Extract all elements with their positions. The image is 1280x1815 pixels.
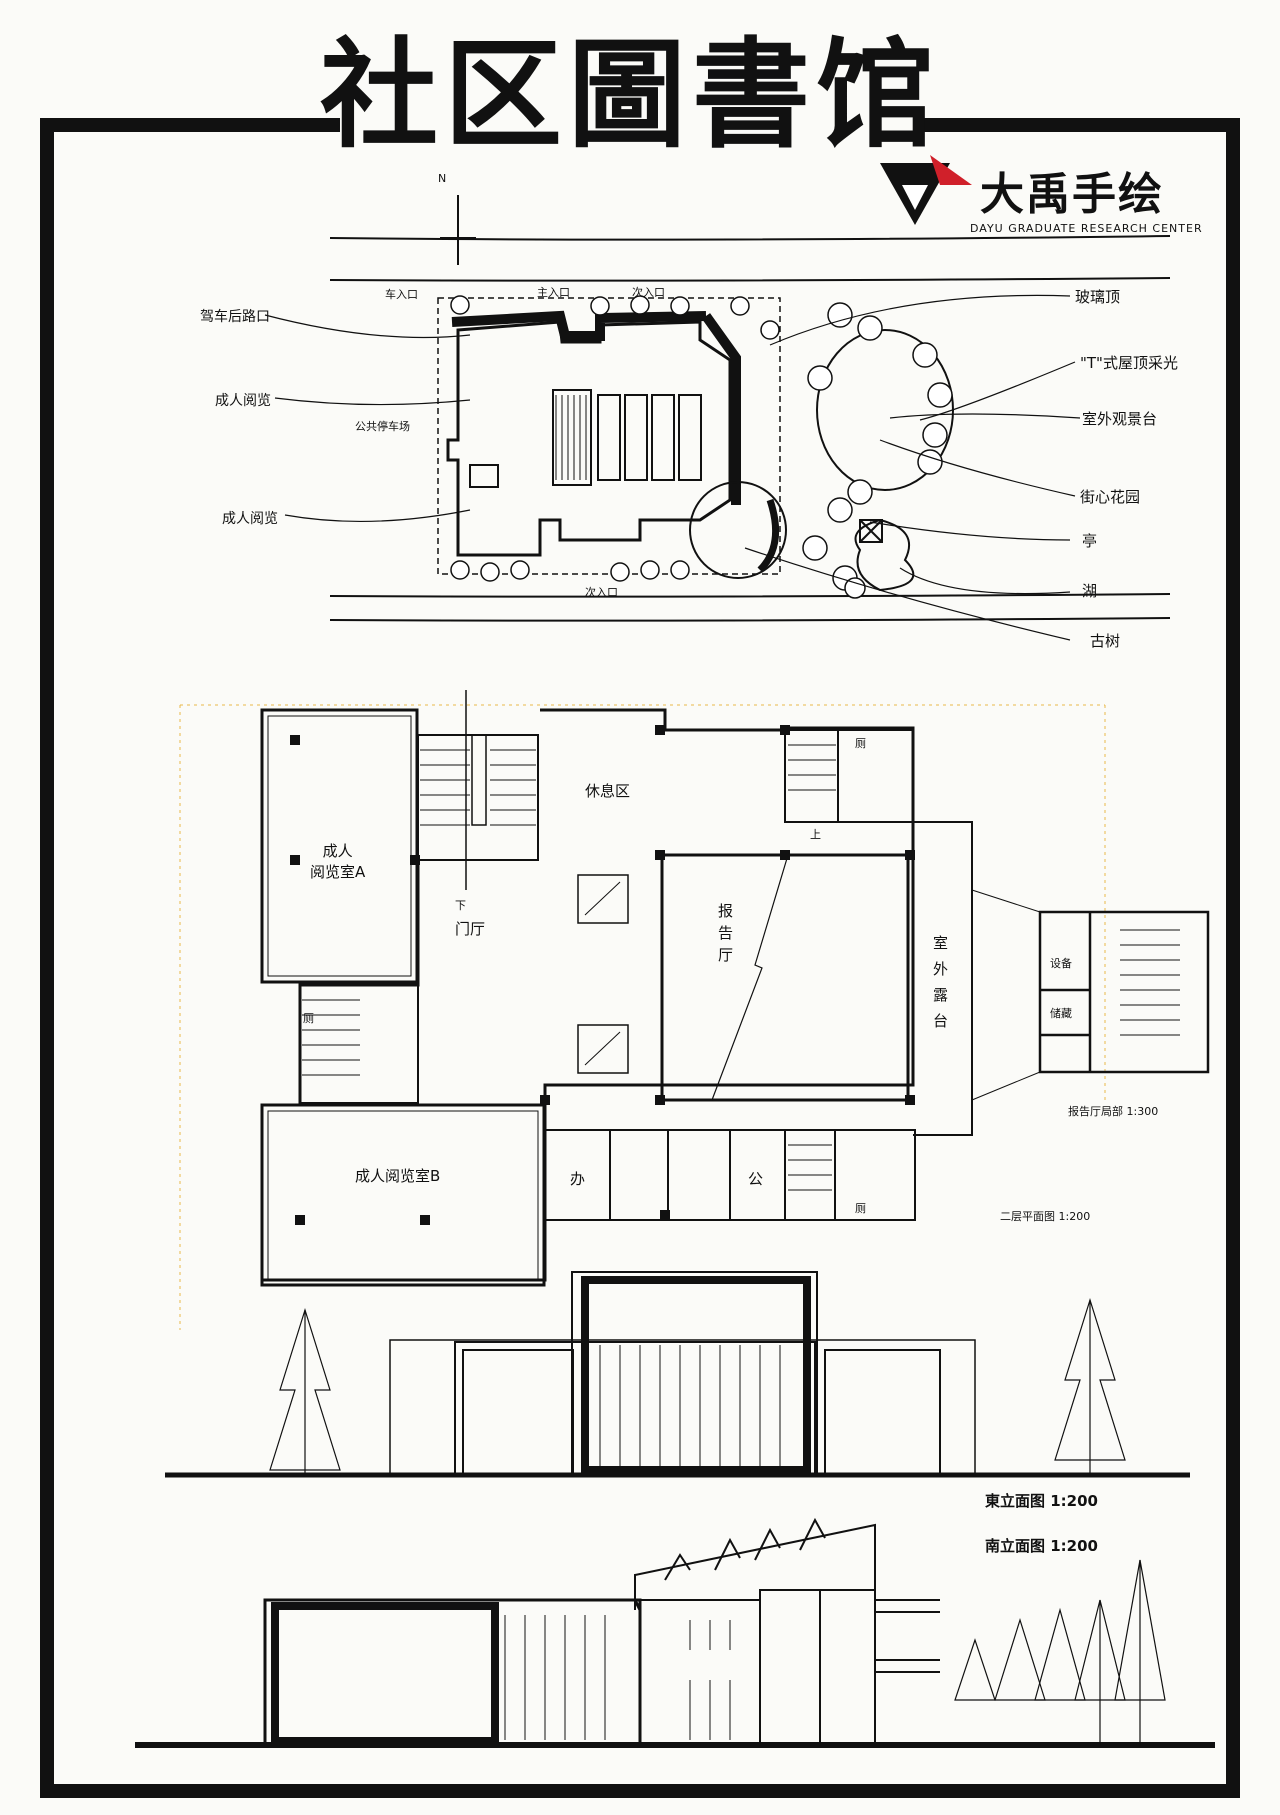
- label-old-tree: 古树: [1090, 632, 1121, 650]
- label-adult-reading-2: 成人阅览: [222, 511, 278, 527]
- frame-top-left: [40, 118, 340, 132]
- poster-title: 社区圖書馆: [319, 25, 940, 164]
- room-lobby: 门厅: [455, 920, 486, 938]
- label-pavilion: 亭: [1082, 532, 1098, 550]
- floor-plan-title: 二层平面图 1:200: [1000, 1210, 1091, 1223]
- room-lounge: 休息区: [585, 782, 631, 800]
- car-entrance-label: 车入口: [385, 288, 418, 301]
- stair-down-label: 下: [455, 899, 466, 912]
- brand-name-cn: 大禹手绘: [980, 169, 1164, 220]
- room-reading-a: 成人 阅览室A: [310, 842, 366, 881]
- label-parking-exit: 驾车后路口: [200, 309, 270, 325]
- frame-top-right: [920, 118, 1240, 132]
- room-wc-left: 厕: [303, 1012, 314, 1025]
- frame-right: [1226, 118, 1240, 1798]
- room-lecture: 报 告 厅: [718, 902, 734, 964]
- room-reading-b: 成人阅览室B: [355, 1167, 441, 1185]
- label-lake: 湖: [1082, 582, 1098, 600]
- north-label: N: [438, 172, 447, 185]
- frame-bottom: [40, 1784, 1240, 1798]
- brand-logo: 大禹手绘 DAYU GRADUATE RESEARCH CENTER: [880, 150, 1220, 240]
- label-garden: 街心花园: [1080, 488, 1141, 506]
- main-entrance-label: 主入口: [537, 286, 570, 299]
- east-elevation-title: 東立面图 1:200: [985, 1492, 1098, 1510]
- label-glass-roof: 玻璃顶: [1075, 288, 1121, 306]
- room-wc-bottom: 厕: [855, 1202, 866, 1215]
- frame-left: [40, 118, 54, 1798]
- secondary-entrance-top-label: 次入口: [632, 286, 665, 299]
- room-office-1: 办: [570, 1170, 586, 1188]
- south-elevation-title: 南立面图 1:200: [985, 1537, 1098, 1555]
- label-public-parking: 公共停车场: [355, 420, 410, 433]
- secondary-entrance-bottom-label: 次入口: [585, 586, 618, 599]
- stair-up-label: 上: [810, 828, 821, 841]
- logo-mark-icon: [880, 155, 972, 225]
- detail-storage: 储藏: [1050, 1007, 1072, 1020]
- room-terrace: 室 外 露 台: [933, 934, 949, 1030]
- detail-equipment: 设备: [1050, 957, 1072, 970]
- detail-title: 报告厅局部 1:300: [1068, 1105, 1159, 1118]
- label-terrace: 室外观景台: [1082, 410, 1158, 428]
- label-skylight: "T"式屋顶采光: [1080, 354, 1178, 372]
- brand-name-en: DAYU GRADUATE RESEARCH CENTER: [970, 222, 1203, 235]
- room-office-2: 公: [748, 1170, 764, 1188]
- room-wc-top: 厕: [855, 737, 866, 750]
- label-adult-reading-1: 成人阅览: [215, 393, 271, 409]
